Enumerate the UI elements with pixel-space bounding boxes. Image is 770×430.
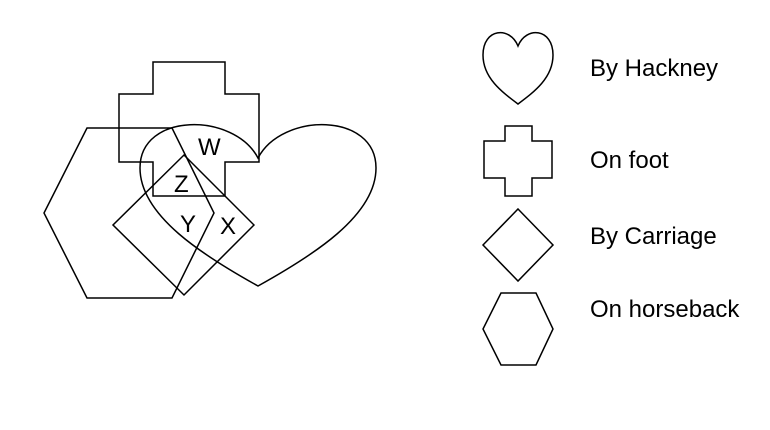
cross-icon xyxy=(483,125,553,197)
region-label-x: X xyxy=(220,213,236,240)
legend-label-by-hackney: By Hackney xyxy=(590,55,719,82)
region-label-w: W xyxy=(198,134,221,161)
legend-label-on-foot: On foot xyxy=(590,147,669,174)
legend xyxy=(481,31,555,366)
diamond-shape xyxy=(111,153,256,297)
heart-shape xyxy=(139,123,377,287)
legend-label-by-carriage: By Carriage xyxy=(590,223,717,250)
hexagon-icon xyxy=(482,292,554,366)
heart-icon xyxy=(482,31,554,105)
diamond-icon xyxy=(481,207,555,283)
region-label-y: Y xyxy=(180,211,196,238)
legend-label-on-horseback: On horseback xyxy=(590,296,740,323)
region-label-z: Z xyxy=(174,171,189,198)
main-diagram: W Z Y X xyxy=(43,61,377,299)
